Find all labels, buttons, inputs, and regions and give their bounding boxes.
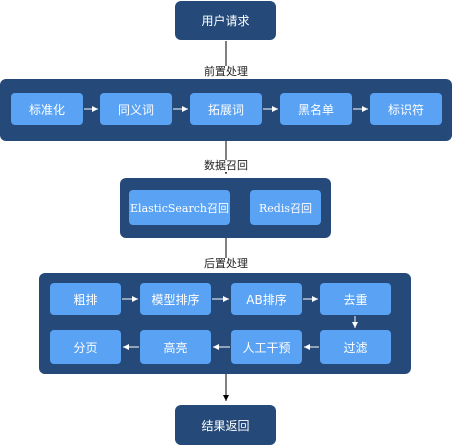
step-ab-rank: AB排序 xyxy=(231,283,302,315)
step-standardize: 标准化 xyxy=(11,93,83,125)
step-manual-intervention: 人工干预 xyxy=(231,330,302,364)
step-filter: 过滤 xyxy=(320,330,391,364)
step-expand-word: 拓展词 xyxy=(190,93,262,125)
step-identifier: 标识符 xyxy=(370,93,442,125)
step-blacklist: 黑名单 xyxy=(280,93,352,125)
redis-recall: Redis召回 xyxy=(250,190,321,225)
end-node: 结果返回 xyxy=(175,405,276,445)
step-model-rank: 模型排序 xyxy=(140,283,211,315)
step-synonym: 同义词 xyxy=(100,93,172,125)
step-coarse-rank: 粗排 xyxy=(50,283,121,315)
start-node: 用户请求 xyxy=(175,1,276,40)
step-dedup: 去重 xyxy=(320,283,391,315)
step-paging: 分页 xyxy=(50,330,121,364)
step-highlight: 高亮 xyxy=(140,330,211,364)
preprocess-label: 前置处理 xyxy=(203,65,249,78)
postprocess-label: 后置处理 xyxy=(203,257,249,270)
recall-label: 数据召回 xyxy=(203,159,249,172)
elasticsearch-recall: ElasticSearch召回 xyxy=(129,190,230,225)
